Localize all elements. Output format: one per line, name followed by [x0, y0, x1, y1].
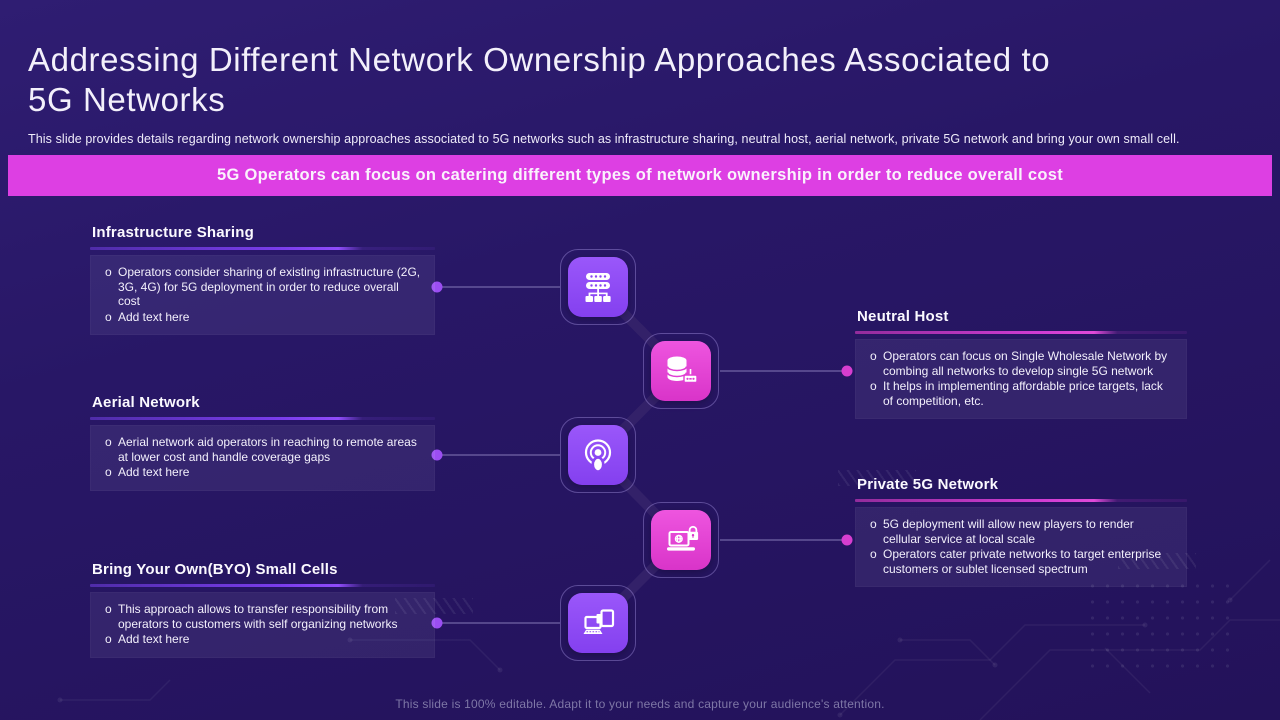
node-byo-small-cells: [560, 585, 636, 661]
page-title-line1: Addressing Different Network Ownership A…: [28, 41, 1051, 79]
card-body: o This approach allows to transfer respo…: [90, 592, 435, 658]
node-private-5g-network: [643, 502, 719, 578]
card-title: Private 5G Network: [857, 476, 999, 493]
bullet-item: o It helps in implementing affordable pr…: [866, 379, 1174, 408]
title-underline: [855, 499, 1187, 502]
card-title: Aerial Network: [92, 394, 200, 411]
bullet-text: Add text here: [118, 465, 190, 479]
connected-devices-icon: [568, 593, 628, 653]
bullet-marker: o: [105, 632, 112, 646]
page-title: Addressing Different Network Ownership A…: [28, 40, 1266, 121]
card-body: o 5G deployment will allow new players t…: [855, 507, 1187, 587]
bullet-text: 5G deployment will allow new players to …: [883, 517, 1134, 546]
bullet-marker: o: [870, 379, 877, 393]
editable-note: This slide is 100% editable. Adapt it to…: [395, 697, 885, 711]
bullet-text: This approach allows to transfer respons…: [118, 602, 398, 631]
bullet-item: o 5G deployment will allow new players t…: [866, 517, 1174, 546]
bullet-text: Operators cater private networks to targ…: [883, 547, 1162, 576]
secure-laptop-icon: [651, 510, 711, 570]
bullet-item: o Add text here: [101, 632, 422, 647]
node-aerial-network: [560, 417, 636, 493]
bullet-item: o Operators consider sharing of existing…: [101, 265, 422, 309]
bullet-item: o Operators can focus on Single Wholesal…: [866, 349, 1174, 378]
node-infrastructure-sharing: [560, 249, 636, 325]
card-infrastructure-sharing: Infrastructure Sharing o Operators consi…: [90, 224, 435, 335]
server-network-icon: [568, 257, 628, 317]
card-byo-small-cells: Bring Your Own(BYO) Small Cells o This a…: [90, 561, 435, 658]
card-aerial-network: Aerial Network o Aerial network aid oper…: [90, 394, 435, 491]
card-title: Infrastructure Sharing: [92, 224, 254, 241]
bullet-item: o Aerial network aid operators in reachi…: [101, 435, 422, 464]
card-title: Neutral Host: [857, 308, 949, 325]
card-body: o Operators can focus on Single Wholesal…: [855, 339, 1187, 419]
bullet-item: o Add text here: [101, 310, 422, 325]
bullet-marker: o: [105, 465, 112, 479]
bullet-text: Operators can focus on Single Wholesale …: [883, 349, 1168, 378]
card-body: o Operators consider sharing of existing…: [90, 255, 435, 335]
card-title: Bring Your Own(BYO) Small Cells: [92, 561, 338, 578]
bullet-marker: o: [105, 435, 112, 449]
bullet-text: Add text here: [118, 632, 190, 646]
bullet-marker: o: [105, 602, 112, 616]
bullet-marker: o: [105, 265, 112, 279]
dot-grid-decoration: [1085, 578, 1230, 678]
bullet-text: It helps in implementing affordable pric…: [883, 379, 1163, 408]
card-private-5g-network: Private 5G Network o 5G deployment will …: [855, 476, 1187, 587]
title-underline: [90, 417, 435, 420]
bullet-text: Operators consider sharing of existing i…: [118, 265, 421, 308]
card-body: o Aerial network aid operators in reachi…: [90, 425, 435, 491]
broadcast-antenna-icon: [568, 425, 628, 485]
database-router-icon: [651, 341, 711, 401]
node-neutral-host: [643, 333, 719, 409]
bullet-marker: o: [870, 517, 877, 531]
bullet-text: Aerial network aid operators in reaching…: [118, 435, 417, 464]
title-underline: [90, 247, 435, 250]
title-underline: [90, 584, 435, 587]
bullet-marker: o: [870, 547, 877, 561]
card-neutral-host: Neutral Host o Operators can focus on Si…: [855, 308, 1187, 419]
slide-description: This slide provides details regarding ne…: [28, 131, 1180, 146]
bullet-marker: o: [870, 349, 877, 363]
bullet-item: o Operators cater private networks to ta…: [866, 547, 1174, 576]
title-underline: [855, 331, 1187, 334]
bullet-marker: o: [105, 309, 112, 324]
bullet-item: o Add text here: [101, 465, 422, 480]
bullet-text: Add text here: [118, 309, 190, 324]
bullet-item: o This approach allows to transfer respo…: [101, 602, 422, 631]
page-title-line2: 5G Networks: [28, 81, 226, 119]
key-message-banner: 5G Operators can focus on catering diffe…: [8, 155, 1272, 196]
